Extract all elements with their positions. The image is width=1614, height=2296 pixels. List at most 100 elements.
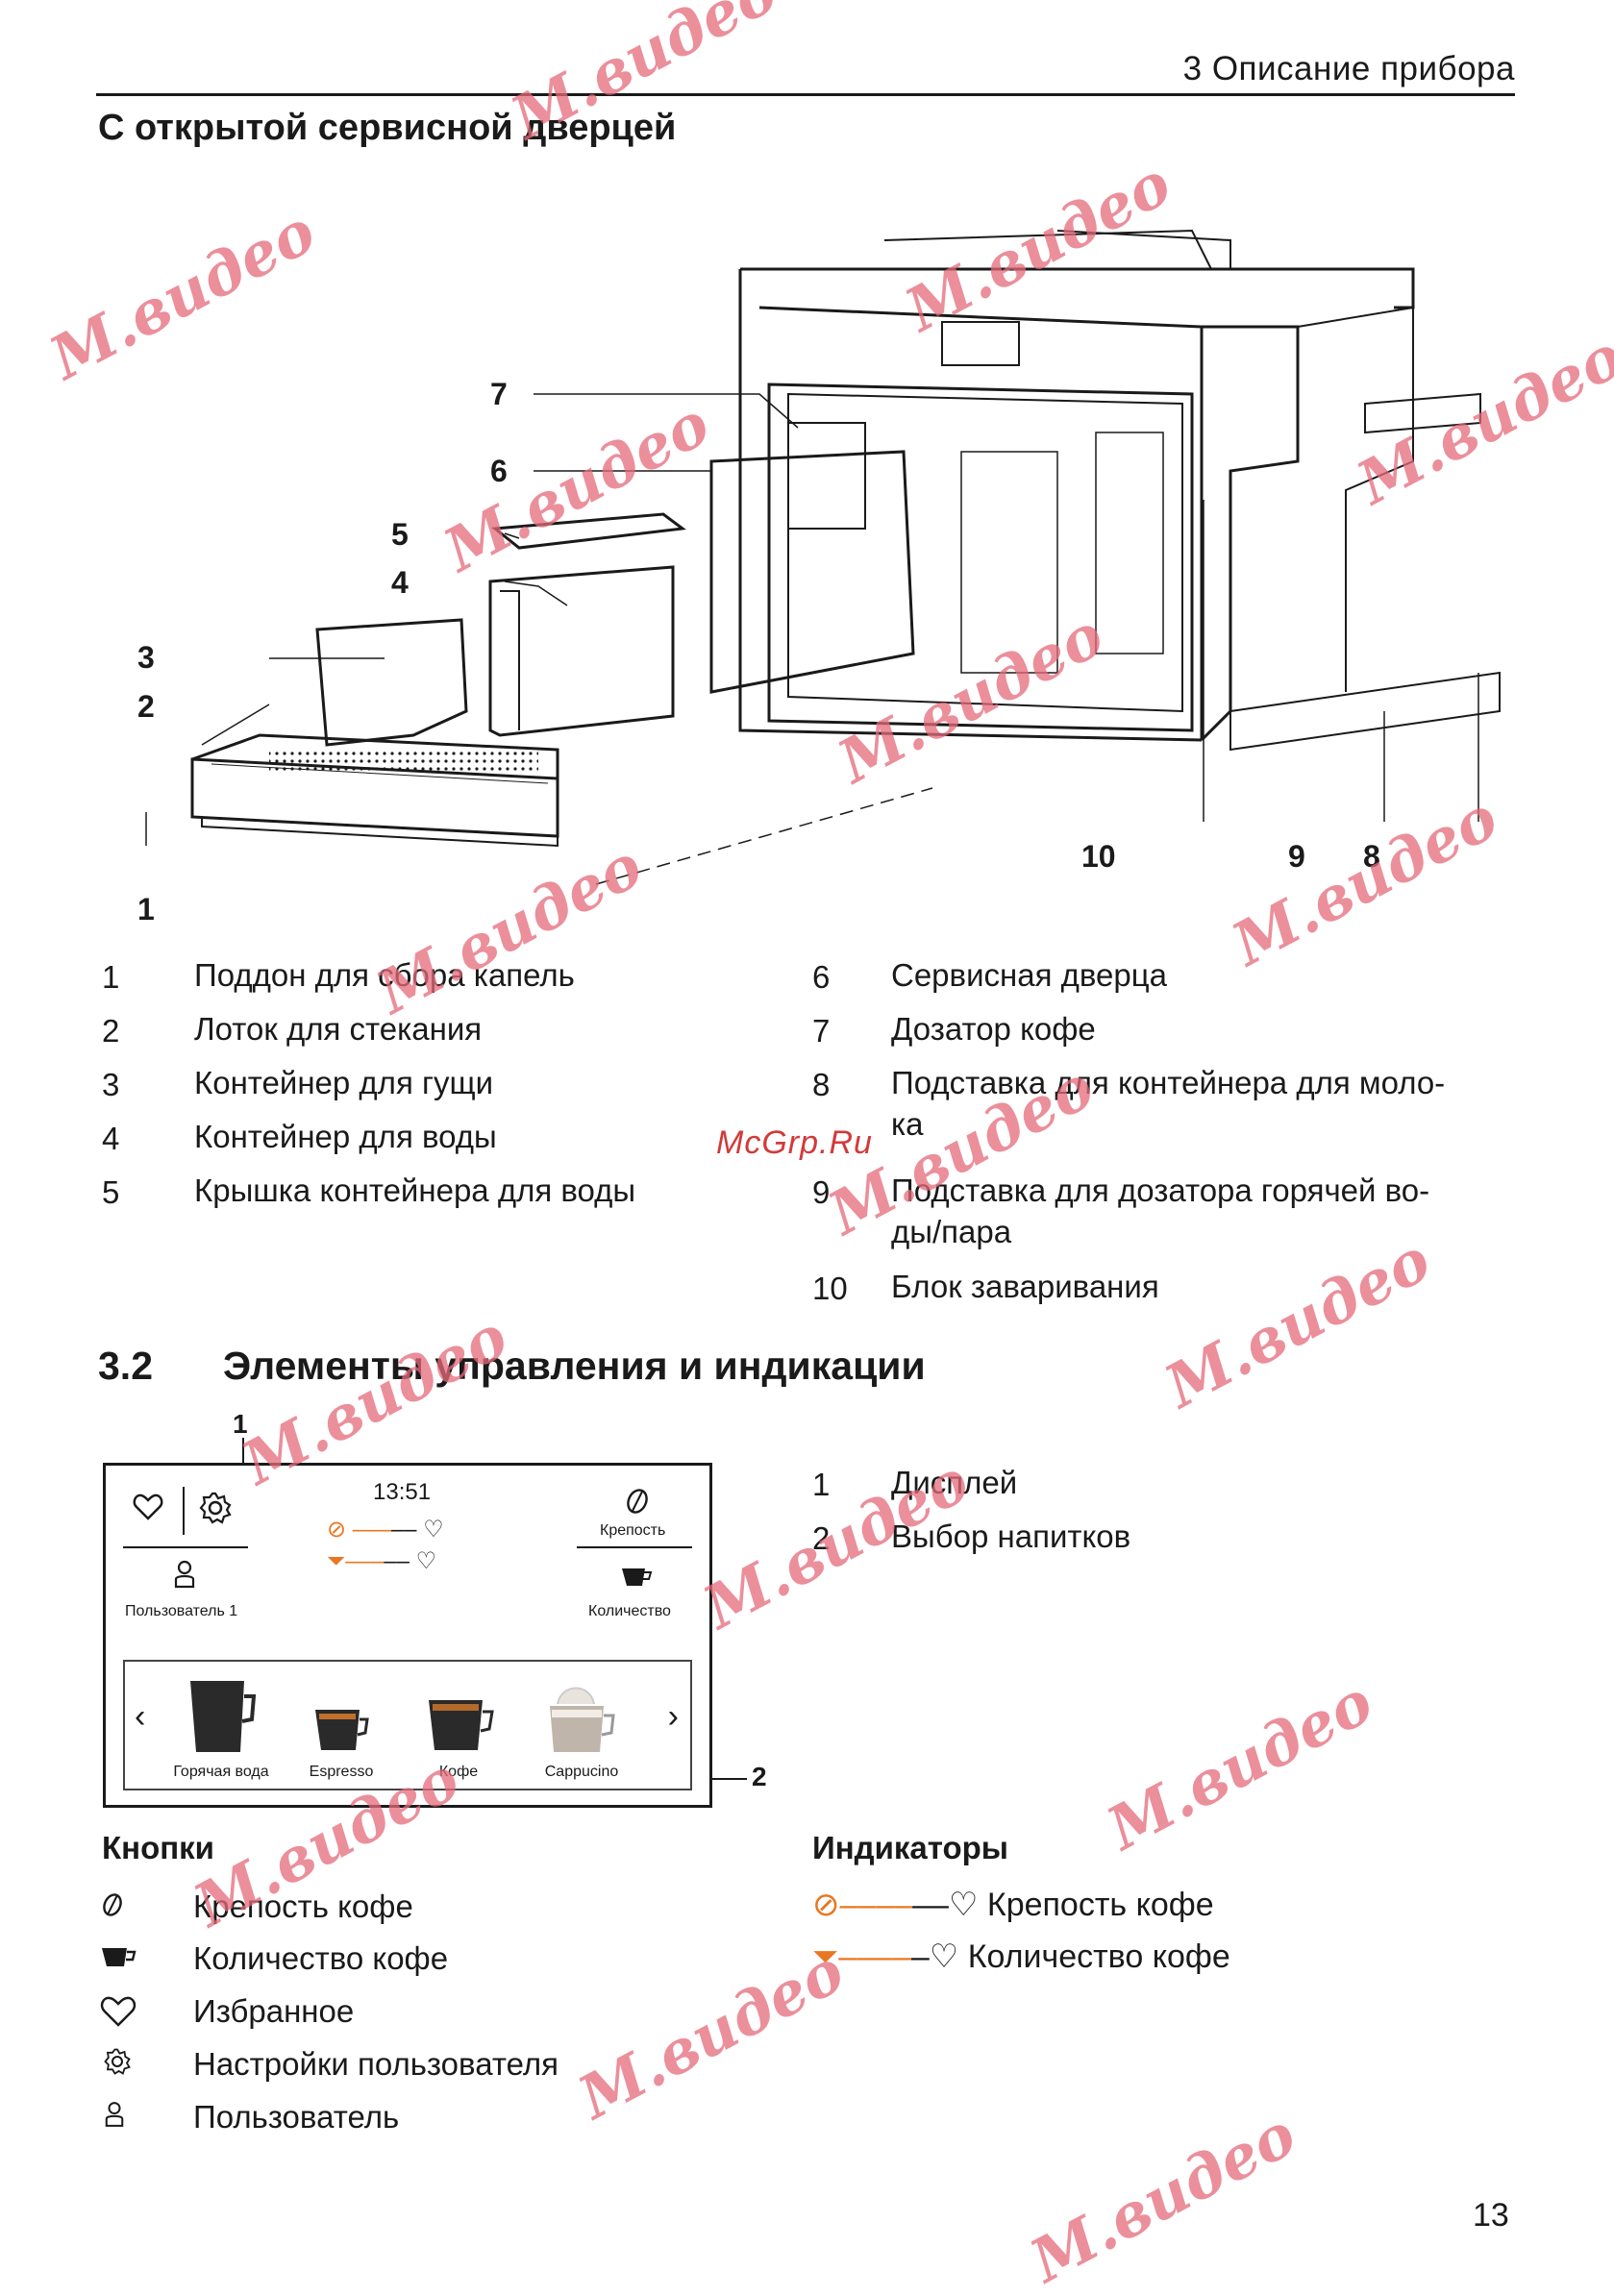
- user-icon: [105, 2102, 124, 2127]
- callout-9: 9: [1288, 839, 1305, 874]
- divider: [183, 1487, 185, 1535]
- legend-label-cont: ды/пара: [891, 1214, 1012, 1249]
- legend-num: 10: [812, 1271, 848, 1306]
- cup-icon: [102, 1948, 137, 1966]
- legend-item: 4 Контейнер для воды: [102, 1119, 717, 1174]
- legend-item: 6 Сервисная дверца: [812, 957, 1524, 1013]
- watermark-site: McGrp.Ru: [716, 1124, 873, 1161]
- legend-label: Контейнер для гущи: [194, 1065, 494, 1100]
- callout-7: 7: [490, 377, 508, 411]
- legend-label: Подставка для дозатора горячей во-: [891, 1173, 1430, 1208]
- legend-label: Подставка для контейнера для моло-: [891, 1065, 1446, 1100]
- legend-num: 1: [812, 1467, 831, 1502]
- legend-item: 5 Крышка контейнера для воды: [102, 1173, 717, 1228]
- indicator-label: Количество кофе: [967, 1938, 1230, 1975]
- hot-water-cup-icon[interactable]: [185, 1675, 258, 1758]
- callout-2: 2: [137, 689, 155, 724]
- drink-label: Кофе: [438, 1764, 479, 1780]
- legend-label: Дозатор кофе: [891, 1011, 1096, 1047]
- strength-label: Крепость: [600, 1522, 666, 1539]
- heart-icon[interactable]: [133, 1493, 163, 1521]
- drink-label: Cappucino: [544, 1764, 619, 1780]
- user-icon[interactable]: [173, 1560, 196, 1589]
- indicator-label: Крепость кофе: [986, 1887, 1214, 1923]
- gear-icon[interactable]: [198, 1491, 233, 1525]
- coffee-machine-display: Пользователь 1 13:51 ⊘ ‒‒‒‒‒ ♡ ⏷‒‒‒‒‒ ♡ …: [103, 1463, 712, 1808]
- drink-label: Espresso: [309, 1764, 374, 1780]
- watermark-logo: М.видео: [1096, 1666, 1384, 1864]
- legend-num: 1: [102, 959, 120, 995]
- callout-line: [707, 1778, 747, 1780]
- button-legend-label: Настройки пользователя: [193, 2046, 559, 2082]
- legend-num: 4: [102, 1121, 120, 1156]
- bean-icon: [103, 1893, 122, 1916]
- legend-num: 7: [812, 1013, 831, 1049]
- legend-label: Сервисная дверца: [891, 957, 1167, 993]
- machine-exploded-drawing: [145, 229, 1501, 885]
- legend-item: 8 Подставка для контейнера для моло- ка: [812, 1065, 1524, 1174]
- legend-label-cont: ка: [891, 1106, 924, 1142]
- coffee-cup-icon[interactable]: [425, 1694, 496, 1758]
- legend-label: Крышка контейнера для воды: [194, 1173, 636, 1208]
- callout-4: 4: [391, 565, 409, 600]
- buttons-title: Кнопки: [102, 1830, 214, 1865]
- watermark-logo: М.видео: [1019, 2098, 1307, 2296]
- parts-legend-right: 6 Сервисная дверца 7 Дозатор кофе 8 Подс…: [812, 957, 1524, 1324]
- divider: [123, 1546, 248, 1548]
- legend-num: 2: [102, 1013, 120, 1049]
- strength-indicator-row: ⊘‒‒‒‒‒‒♡ Крепость кофе: [812, 1887, 1214, 1923]
- cup-icon[interactable]: [620, 1566, 653, 1589]
- quantity-label: Количество: [588, 1603, 671, 1619]
- button-legend-label: Количество кофе: [193, 1940, 449, 1976]
- drink-selection: ‹ › Горячая вода Espresso Кофе Cappucino: [123, 1660, 692, 1790]
- bean-icon: ⊘: [812, 1887, 840, 1923]
- legend-item: 3 Контейнер для гущи: [102, 1065, 717, 1121]
- chapter-header: 3 Описание прибора: [1182, 50, 1515, 87]
- heart-icon: [100, 1996, 137, 2027]
- legend-num: 8: [812, 1067, 831, 1102]
- legend-label: Дисплей: [891, 1465, 1018, 1500]
- button-legend-label: Пользователь: [193, 2099, 400, 2135]
- header-rule: [96, 93, 1515, 96]
- chevron-right-icon[interactable]: ›: [667, 1698, 679, 1735]
- indicators-title: Индикаторы: [812, 1830, 1008, 1865]
- legend-num: 3: [102, 1067, 120, 1102]
- legend-label: Поддон для сбора капель: [194, 957, 575, 993]
- legend-item: 2 Лоток для стекания: [102, 1011, 717, 1067]
- callout-1: 1: [137, 892, 155, 926]
- callout-5: 5: [391, 517, 409, 552]
- quantity-indicator-row: ⏷‒‒‒‒‒♡ Количество кофе: [812, 1938, 1230, 1975]
- legend-num: 5: [102, 1174, 120, 1210]
- quantity-indicator: ⏷‒‒‒‒‒ ♡: [327, 1548, 437, 1574]
- legend-num: 2: [812, 1520, 831, 1556]
- legend-num: 6: [812, 959, 831, 995]
- legend-item: 1 Поддон для сбора капель: [102, 957, 717, 1013]
- clock-time: 13:51: [373, 1479, 432, 1505]
- cappuccino-cup-icon[interactable]: [544, 1675, 621, 1758]
- callout-10: 10: [1081, 839, 1116, 874]
- legend-num: 9: [812, 1174, 831, 1210]
- chevron-left-icon[interactable]: ‹: [135, 1698, 146, 1735]
- drink-label: Горячая вода: [173, 1764, 269, 1780]
- subsection-title: С открытой сервисной дверцей: [98, 108, 677, 148]
- legend-item: 9 Подставка для дозатора горячей во- ды/…: [812, 1173, 1524, 1271]
- button-legend-label: Избранное: [193, 1993, 355, 2029]
- espresso-cup-icon[interactable]: [311, 1704, 371, 1758]
- user-label: Пользователь 1: [125, 1603, 238, 1619]
- cup-icon: ⏷: [812, 1938, 839, 1975]
- button-legend-label: Крепость кофе: [193, 1889, 413, 1924]
- strength-indicator: ⊘ ‒‒‒‒‒ ♡: [327, 1517, 444, 1543]
- callout-line: [242, 1438, 244, 1465]
- gear-icon: [104, 2048, 131, 2075]
- bean-icon[interactable]: [625, 1487, 650, 1516]
- legend-item: 7 Дозатор кофе: [812, 1011, 1524, 1067]
- callout-3: 3: [137, 640, 155, 675]
- parts-legend-left: 1 Поддон для сбора капель 2 Лоток для ст…: [102, 957, 717, 1228]
- display-callout-2: 2: [752, 1762, 767, 1791]
- section-title: Элементы управления и индикации: [223, 1344, 926, 1388]
- divider: [577, 1546, 692, 1548]
- display-callout-1: 1: [233, 1409, 248, 1439]
- legend-label: Контейнер для воды: [194, 1119, 497, 1154]
- callout-8: 8: [1363, 839, 1380, 874]
- legend-label: Выбор напитков: [891, 1518, 1131, 1554]
